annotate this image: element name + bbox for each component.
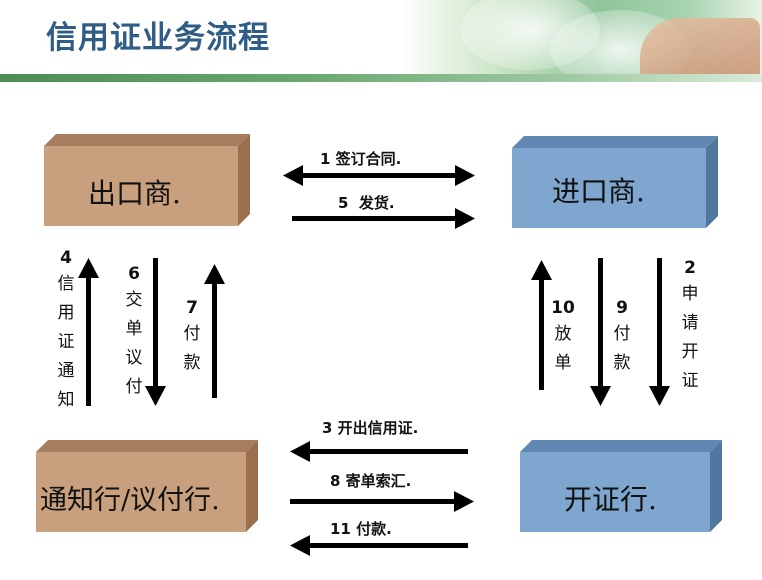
header-banner: 信用证业务流程 — [0, 0, 762, 84]
importer-label: 进口商. — [552, 175, 645, 208]
step-6-number: 6 — [128, 264, 140, 284]
step-8-number: 8 — [330, 472, 341, 490]
step-9-number: 9 — [616, 298, 628, 318]
step-2-char: 开 — [681, 342, 699, 362]
step-4-char: 用 — [57, 303, 75, 323]
arrow-step-2 — [649, 258, 670, 406]
step-3-text: 开出信用证. — [337, 419, 419, 437]
step-9-label: 9 付 款 — [610, 296, 634, 378]
header-green-bar — [0, 74, 762, 82]
step-5-label: 5 发货. — [338, 192, 395, 213]
handshake-illustration — [640, 18, 760, 78]
step-6-label: 6 交 单 议 付 — [122, 262, 146, 402]
step-4-number: 4 — [60, 248, 72, 268]
step-6-char: 单 — [125, 319, 143, 339]
step-11-text: 付款. — [356, 520, 392, 538]
arrow-step-5 — [292, 208, 475, 229]
issuing-bank-label: 开证行. — [564, 483, 657, 516]
step-9-char: 付 — [613, 324, 631, 344]
step-1-label: 1 签订合同. — [320, 148, 401, 169]
advising-bank-label: 通知行/议付行. — [40, 485, 220, 516]
arrow-step-8 — [290, 491, 474, 512]
step-4-char: 信 — [57, 274, 75, 294]
arrow-step-11 — [290, 535, 468, 556]
exporter-label: 出口商. — [88, 177, 181, 210]
step-6-char: 议 — [125, 348, 143, 368]
step-5-number: 5 — [338, 194, 349, 212]
exporter-box: 出口商. — [44, 134, 250, 226]
step-2-char: 申 — [681, 284, 699, 304]
step-1-text: 签订合同. — [335, 150, 402, 168]
header-decorative-image — [400, 0, 762, 78]
importer-box-shape — [512, 136, 718, 228]
step-4-char: 证 — [57, 332, 75, 352]
step-4-char: 通 — [57, 361, 75, 381]
issuing-bank-box-shape — [520, 440, 722, 532]
arrow-step-10 — [531, 260, 552, 390]
step-2-number: 2 — [684, 258, 696, 278]
step-4-label: 4 信 用 证 通 知 — [54, 246, 78, 415]
step-10-char: 放 — [554, 324, 572, 344]
step-7-char: 付 — [183, 324, 201, 344]
step-8-text: 寄单索汇. — [345, 472, 412, 490]
arrow-step-1 — [283, 165, 475, 186]
step-2-char: 证 — [681, 371, 699, 391]
step-4-char: 知 — [57, 390, 75, 410]
step-6-char: 付 — [125, 377, 143, 397]
step-3-label: 3 开出信用证. — [322, 417, 418, 438]
step-8-label: 8 寄单索汇. — [330, 470, 411, 491]
arrow-step-7 — [204, 264, 225, 398]
importer-box: 进口商. — [512, 136, 718, 228]
issuing-bank-box: 开证行. — [520, 440, 722, 532]
step-9-char: 款 — [613, 353, 631, 373]
page-title: 信用证业务流程 — [46, 20, 270, 56]
step-2-label: 2 申 请 开 证 — [678, 256, 702, 396]
step-10-char: 单 — [554, 353, 572, 373]
step-1-number: 1 — [320, 150, 331, 168]
step-7-label: 7 付 款 — [180, 296, 204, 378]
step-3-number: 3 — [322, 419, 333, 437]
arrow-step-4 — [78, 258, 99, 406]
arrow-step-3 — [290, 441, 468, 462]
step-11-number: 11 — [330, 520, 351, 538]
step-11-label: 11 付款. — [330, 518, 392, 539]
arrow-step-9 — [590, 258, 611, 406]
exporter-box-shape — [44, 134, 250, 226]
step-5-text: 发货. — [358, 194, 395, 212]
step-6-char: 交 — [125, 290, 143, 310]
step-2-char: 请 — [681, 313, 699, 333]
step-10-label: 10 放 单 — [548, 296, 578, 378]
step-7-number: 7 — [186, 298, 198, 318]
arrow-step-6 — [145, 258, 166, 406]
advising-bank-box: 通知行/议付行. — [36, 440, 258, 532]
step-7-char: 款 — [183, 353, 201, 373]
step-10-number: 10 — [551, 298, 575, 318]
advising-bank-box-shape — [36, 440, 258, 532]
